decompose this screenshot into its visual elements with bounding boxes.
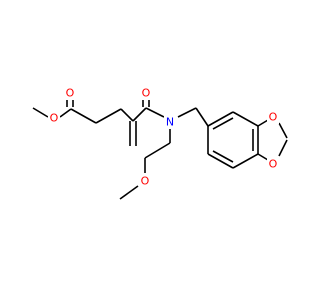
atom-labels: O O O N O O O (48, 86, 279, 188)
svg-text:O: O (141, 175, 150, 188)
bond (59, 108, 72, 118)
oxygen-atom: O (140, 86, 152, 100)
svg-text:O: O (142, 87, 151, 100)
bond (120, 108, 134, 122)
bond (257, 153, 269, 161)
bond (70, 108, 97, 124)
structure-diagram: O O O N O O O (32, 86, 288, 200)
svg-text:O: O (66, 87, 75, 100)
oxygen-atom: O (267, 110, 279, 124)
bond (145, 107, 165, 118)
bond (232, 111, 259, 127)
oxygen-atom: O (64, 86, 76, 100)
bond (212, 150, 234, 163)
bond (144, 142, 171, 159)
bond (177, 107, 197, 118)
bond (257, 119, 269, 127)
svg-text:O: O (50, 112, 59, 125)
bond (207, 111, 234, 127)
bond (95, 108, 122, 124)
bond (278, 122, 288, 139)
bonds (32, 98, 288, 200)
bond (232, 153, 259, 169)
bond (195, 107, 209, 127)
nitrogen-atom: N (164, 115, 176, 129)
bond (119, 185, 139, 200)
molecule-canvas: O O O N O O O (32, 86, 288, 200)
bond (207, 153, 234, 169)
oxygen-atom: O (48, 111, 60, 125)
svg-text:N: N (166, 116, 174, 129)
bond (212, 117, 234, 130)
bond (132, 107, 147, 122)
oxygen-atom: O (267, 157, 279, 171)
svg-text:O: O (269, 158, 278, 171)
bond (278, 139, 288, 157)
oxygen-atom: O (139, 174, 151, 188)
svg-text:O: O (269, 111, 278, 124)
bond (32, 107, 49, 118)
